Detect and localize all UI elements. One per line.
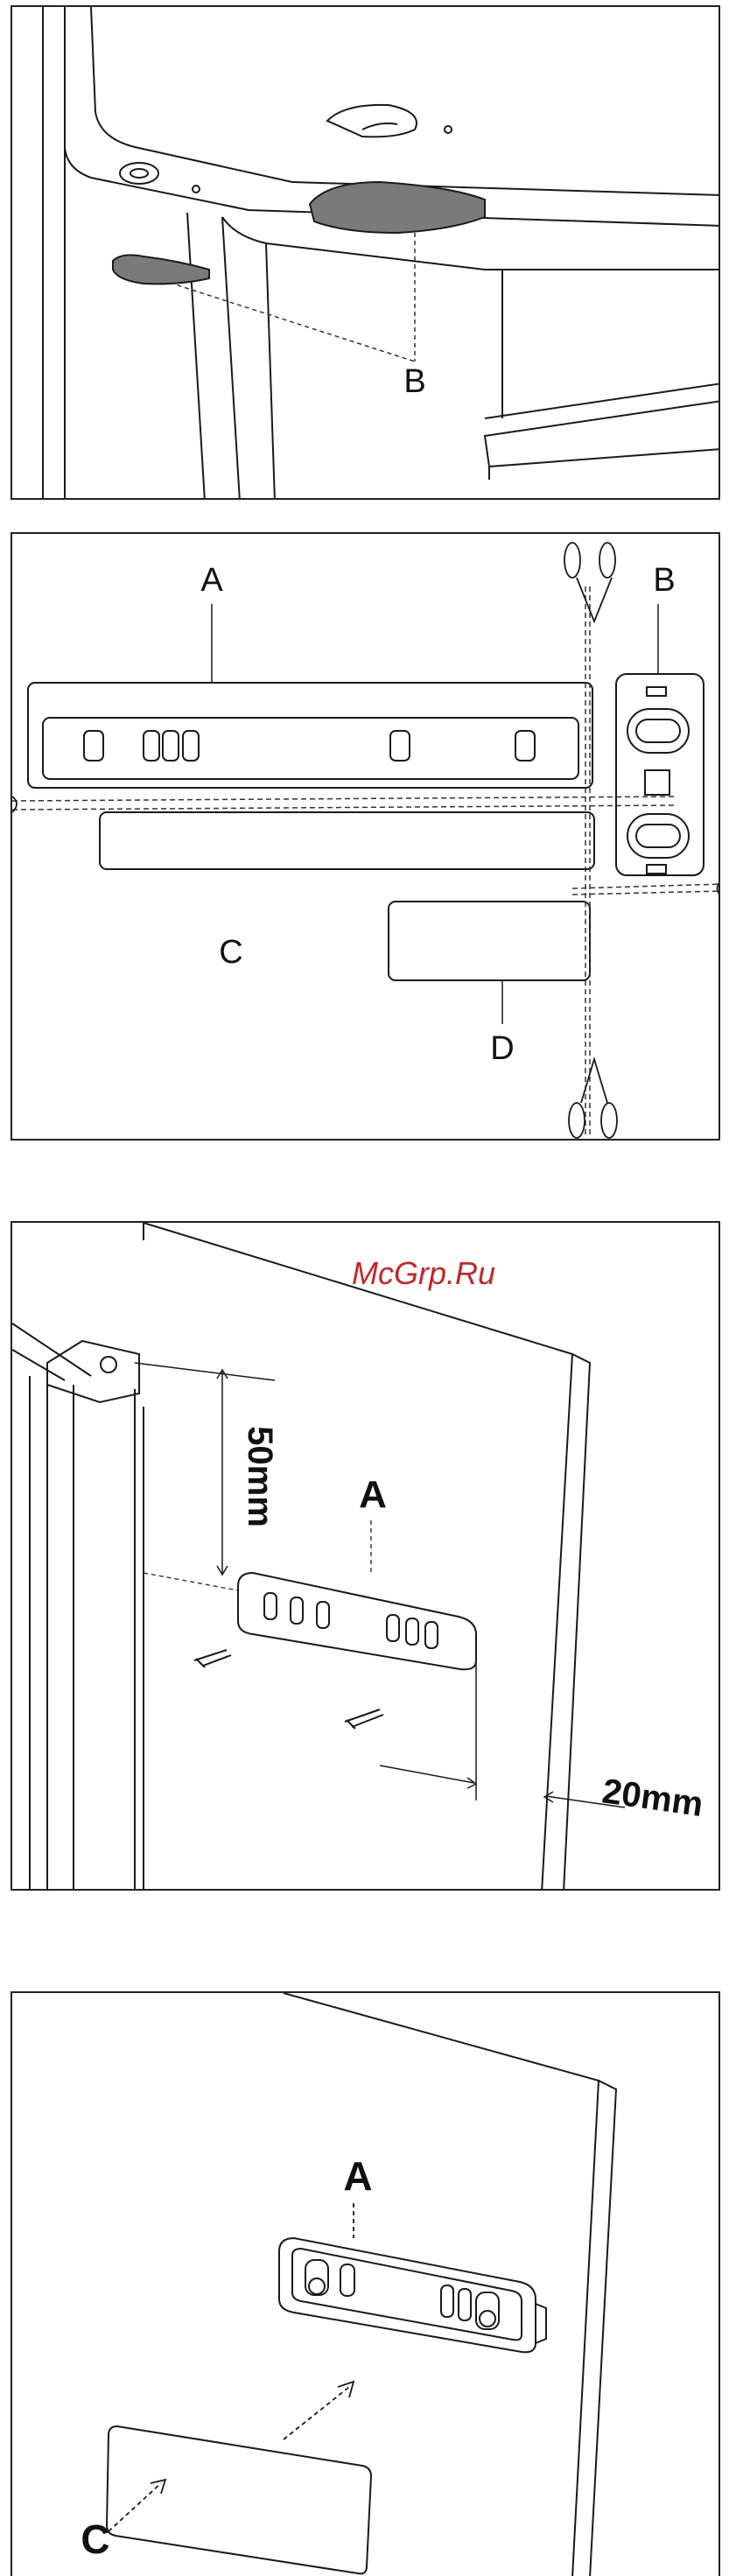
figure-1-hinge-cover-panel: B (11, 5, 720, 500)
part-a-outer (28, 683, 592, 788)
figure-2-cut-parts-panel: A B C D (11, 532, 720, 1141)
figure-4-illustration: A C (12, 1993, 720, 2576)
figure-3-illustration: McGrp.Ru A 50mm 20mm (12, 1223, 720, 1891)
slot (84, 731, 103, 761)
figure-2-illustration: A B C D (12, 534, 720, 1141)
door-edge (284, 1993, 599, 2576)
label-b: B (653, 562, 675, 599)
part-d (389, 902, 590, 980)
screw-icon (345, 1709, 383, 1729)
label-a: A (359, 1473, 387, 1516)
part-c (100, 812, 594, 869)
watermark: McGrp.Ru (352, 1255, 495, 1291)
hinge-cover-left (113, 255, 209, 284)
part-a-inner (43, 718, 578, 779)
scissors-icon (12, 543, 720, 1138)
figure-4-cover-install-panel: A C (11, 1991, 720, 2576)
label-c: C (219, 934, 242, 971)
dimension-50mm: 50mm (241, 1426, 279, 1527)
bracket-a (238, 1573, 476, 1669)
figure-3-bracket-position-panel: McGrp.Ru A 50mm 20mm (11, 1221, 720, 1891)
label-b: B (403, 363, 425, 400)
label-c: C (81, 2516, 109, 2562)
door-edge (144, 1223, 572, 1891)
dimension-20mm: 20mm (599, 1772, 705, 1824)
leader-lines (170, 233, 415, 361)
hinge-cover-right (310, 182, 485, 233)
figure-1-illustration: B (12, 7, 720, 500)
hinge-block (47, 1341, 139, 1402)
screw-icon (194, 1650, 231, 1667)
cover-c (107, 2426, 371, 2573)
label-a: A (343, 2153, 372, 2199)
cut-lines (12, 586, 720, 1138)
label-d: D (490, 1030, 514, 1067)
label-a: A (200, 562, 223, 599)
